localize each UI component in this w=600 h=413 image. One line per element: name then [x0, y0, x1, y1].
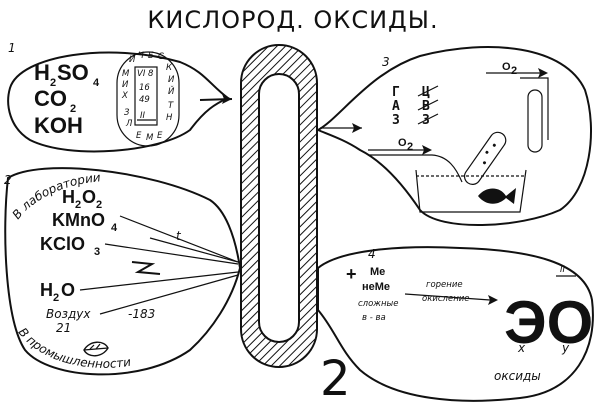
svg-text:К: К [166, 63, 173, 73]
svg-text:3: 3 [94, 246, 100, 258]
svg-text:VI: VI [137, 69, 146, 79]
svg-text:y: y [561, 341, 570, 355]
svg-text:Т: Т [168, 101, 174, 111]
panel-4-number: 4 [368, 247, 376, 261]
svg-text:2: 2 [53, 292, 59, 304]
svg-text:H: H [62, 187, 75, 207]
svg-text:Й: Й [168, 85, 175, 97]
svg-text:16: 16 [139, 83, 150, 93]
panel-3-number: 3 [382, 55, 390, 69]
svg-text:А: А [392, 99, 400, 114]
process-oxidation: окисление [422, 294, 470, 304]
heat-label: t [176, 229, 182, 243]
oxide-general-formula: ЭO x y II [504, 265, 593, 356]
page-title: КИСЛОРОД. ОКСИДЫ. [147, 6, 438, 34]
svg-text:H: H [40, 280, 53, 300]
svg-text:II: II [560, 265, 566, 275]
svg-text:М: М [146, 133, 154, 143]
svg-text:Е: Е [157, 131, 163, 141]
svg-text:4: 4 [93, 77, 100, 89]
svg-text:И: И [122, 80, 129, 90]
air-label: Воздух [46, 307, 91, 321]
formula-koh: KOH [34, 113, 83, 138]
svg-text:KMnO: KMnO [52, 210, 105, 230]
formula-kmno4: KMnO 4 [52, 210, 118, 234]
panel-2-obtaining: 2 В лаборатории В промышленности H 2 O 2… [4, 167, 242, 376]
formula-co2: CO 2 [34, 86, 76, 115]
svg-text:2: 2 [96, 199, 102, 211]
panel-4-oxides: 4 + Me неMe сложные в - ва горение окисл… [317, 246, 594, 402]
product-label: оксиды [494, 369, 541, 383]
svg-text:М: М [122, 69, 130, 79]
panel-2-number: 2 [4, 173, 12, 187]
svg-text:С: С [158, 52, 164, 62]
complex-substances-2: в - ва [362, 313, 386, 323]
svg-text:49: 49 [139, 95, 150, 105]
svg-text:З: З [124, 108, 130, 118]
svg-text:Г: Г [392, 85, 400, 100]
svg-text:Н: Н [166, 113, 173, 123]
svg-text:И: И [168, 75, 175, 85]
gas-collection-setup: O 2 [368, 131, 527, 213]
svg-text:2: 2 [407, 141, 413, 153]
svg-text:CO: CO [34, 86, 67, 111]
svg-text:Е: Е [148, 51, 154, 61]
svg-text:2: 2 [50, 77, 56, 89]
fish-icon [478, 188, 516, 204]
air-value: 21 [56, 321, 71, 335]
svg-text:И: И [129, 55, 136, 65]
formula-h2o2: H 2 O 2 [62, 187, 102, 211]
svg-text:2: 2 [511, 65, 517, 77]
svg-text:Ч: Ч [138, 51, 144, 61]
svg-text:SO: SO [57, 60, 89, 85]
svg-text:O: O [398, 137, 407, 149]
electrolysis-icon [131, 261, 161, 275]
svg-text:II: II [140, 111, 146, 121]
svg-text:2: 2 [75, 199, 81, 211]
temperature-label: -183 [128, 307, 155, 321]
leaf-icon [83, 341, 109, 357]
complex-substances-1: сложные [358, 299, 398, 309]
reactant-nonmetal: неMe [362, 281, 390, 293]
svg-text:O: O [61, 280, 75, 300]
reactant-metal: Me [370, 266, 385, 278]
central-tube [240, 44, 318, 368]
svg-text:KOH: KOH [34, 113, 83, 138]
svg-text:4: 4 [111, 222, 118, 234]
page-number: 2 [320, 351, 351, 407]
svg-text:H: H [34, 60, 50, 85]
svg-text:KClO: KClO [40, 234, 85, 254]
panel-3-properties: 3 Г А З Ц В З O 2 O 2 [315, 46, 592, 227]
panel-1-number: 1 [8, 41, 16, 55]
gas-properties-table: Г А З Ц В З [392, 85, 439, 128]
svg-text:Л: Л [125, 119, 133, 129]
svg-text:8: 8 [148, 69, 154, 79]
svg-text:O: O [82, 187, 96, 207]
svg-text:ЭO: ЭO [504, 289, 593, 356]
test-tube-upside: O 2 [486, 61, 549, 153]
svg-text:Е: Е [136, 131, 142, 141]
plus-sign: + [346, 264, 357, 284]
process-combustion: горение [426, 280, 463, 290]
panel-1-properties: 1 H 2 SO 4 CO 2 KOH И Ч Е С М И Х З Л К … [7, 41, 233, 153]
svg-text:З: З [392, 113, 400, 128]
svg-text:2: 2 [70, 103, 76, 115]
arc-label-industry: В промышленности [16, 325, 132, 371]
formula-kclo3: KClO 3 [40, 234, 100, 258]
svg-text:O: O [502, 61, 511, 73]
element-cell: И Ч Е С М И Х З Л К И Й Т Н Е М Е VI 8 1… [116, 51, 180, 147]
svg-text:x: x [517, 341, 526, 355]
svg-text:Х: Х [121, 91, 128, 101]
formula-h2so4: H 2 SO 4 [34, 60, 100, 89]
formula-h2o: H 2 O [40, 280, 75, 304]
